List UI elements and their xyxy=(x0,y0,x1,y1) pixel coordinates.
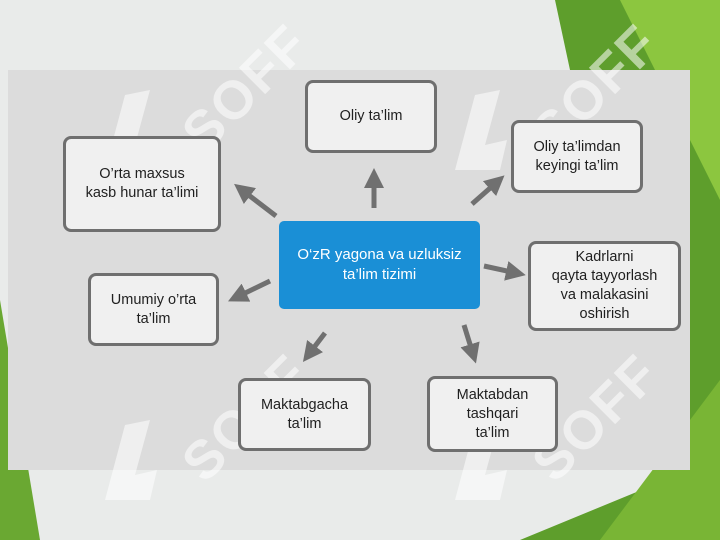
arrow-down-right xyxy=(460,324,480,364)
arrow-right xyxy=(483,261,526,281)
arrow-up-right xyxy=(470,175,505,206)
node-maktabdan-tashqari: Maktabdan tashqari ta’lim xyxy=(427,376,558,452)
arrow-down-left xyxy=(302,331,327,362)
arrow-up-left xyxy=(234,183,278,218)
node-kadrlar-malaka: Kadrlarni qayta tayyorlash va malakasini… xyxy=(528,241,681,331)
node-maktabgacha: Maktabgacha ta’lim xyxy=(238,378,371,451)
node-center-uzluksiz-talim: O‘zR yagona va uzluksiz ta’lim tizimi xyxy=(279,221,480,309)
node-oliy-talim: Oliy ta’lim xyxy=(305,80,437,153)
node-oliy-keyingi-talim: Oliy ta’limdan keyingi ta’lim xyxy=(511,120,643,193)
node-umumiy-orta: Umumiy o’rta ta’lim xyxy=(88,273,219,346)
node-orta-maxsus: O’rta maxsus kasb hunar ta’limi xyxy=(63,136,221,232)
arrow-left xyxy=(228,278,272,302)
watermark-logo-icon xyxy=(455,90,507,170)
watermark-logo-icon xyxy=(105,420,157,500)
